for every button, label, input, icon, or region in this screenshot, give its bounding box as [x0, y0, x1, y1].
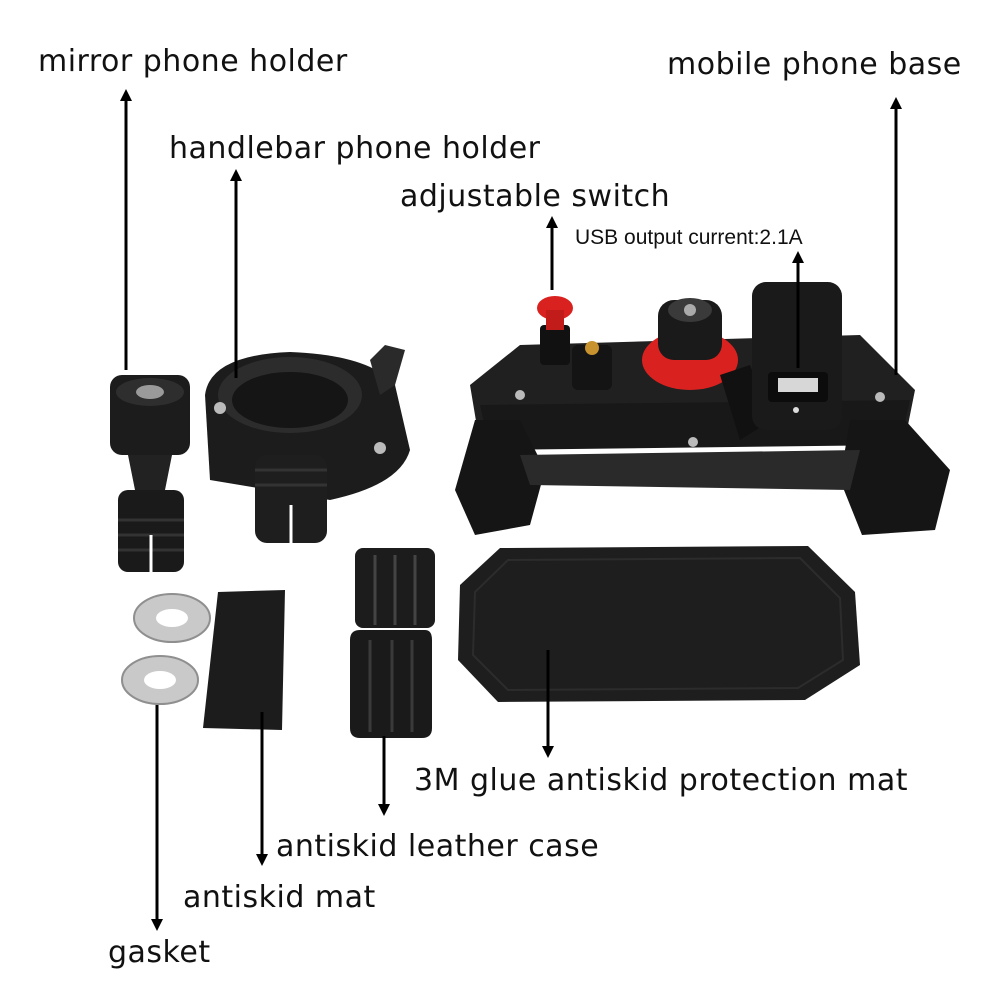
label-antiskid-mat: antiskid mat — [183, 880, 376, 915]
handlebar-phone-holder-part — [205, 345, 410, 543]
label-adjustable-switch: adjustable switch — [400, 179, 671, 214]
label-mobile-phone-base: mobile phone base — [667, 47, 962, 82]
label-gasket: gasket — [108, 935, 211, 970]
label-antiskid-leather-case: antiskid leather case — [276, 829, 600, 864]
callout-arrows — [120, 89, 902, 931]
label-glue-mat: 3M glue antiskid protection mat — [414, 763, 908, 798]
mirror-phone-holder-part — [110, 375, 190, 572]
label-handlebar-phone-holder: handlebar phone holder — [169, 131, 541, 166]
label-mirror-phone-holder: mirror phone holder — [38, 44, 348, 79]
gasket-part — [121, 593, 211, 705]
antiskid-leather-case-part — [350, 548, 435, 738]
mobile-phone-base-part — [455, 282, 950, 535]
glue-protection-mat-part — [458, 546, 860, 702]
antiskid-mat-part — [203, 590, 285, 730]
label-usb-output: USB output current:2.1A — [575, 226, 803, 249]
